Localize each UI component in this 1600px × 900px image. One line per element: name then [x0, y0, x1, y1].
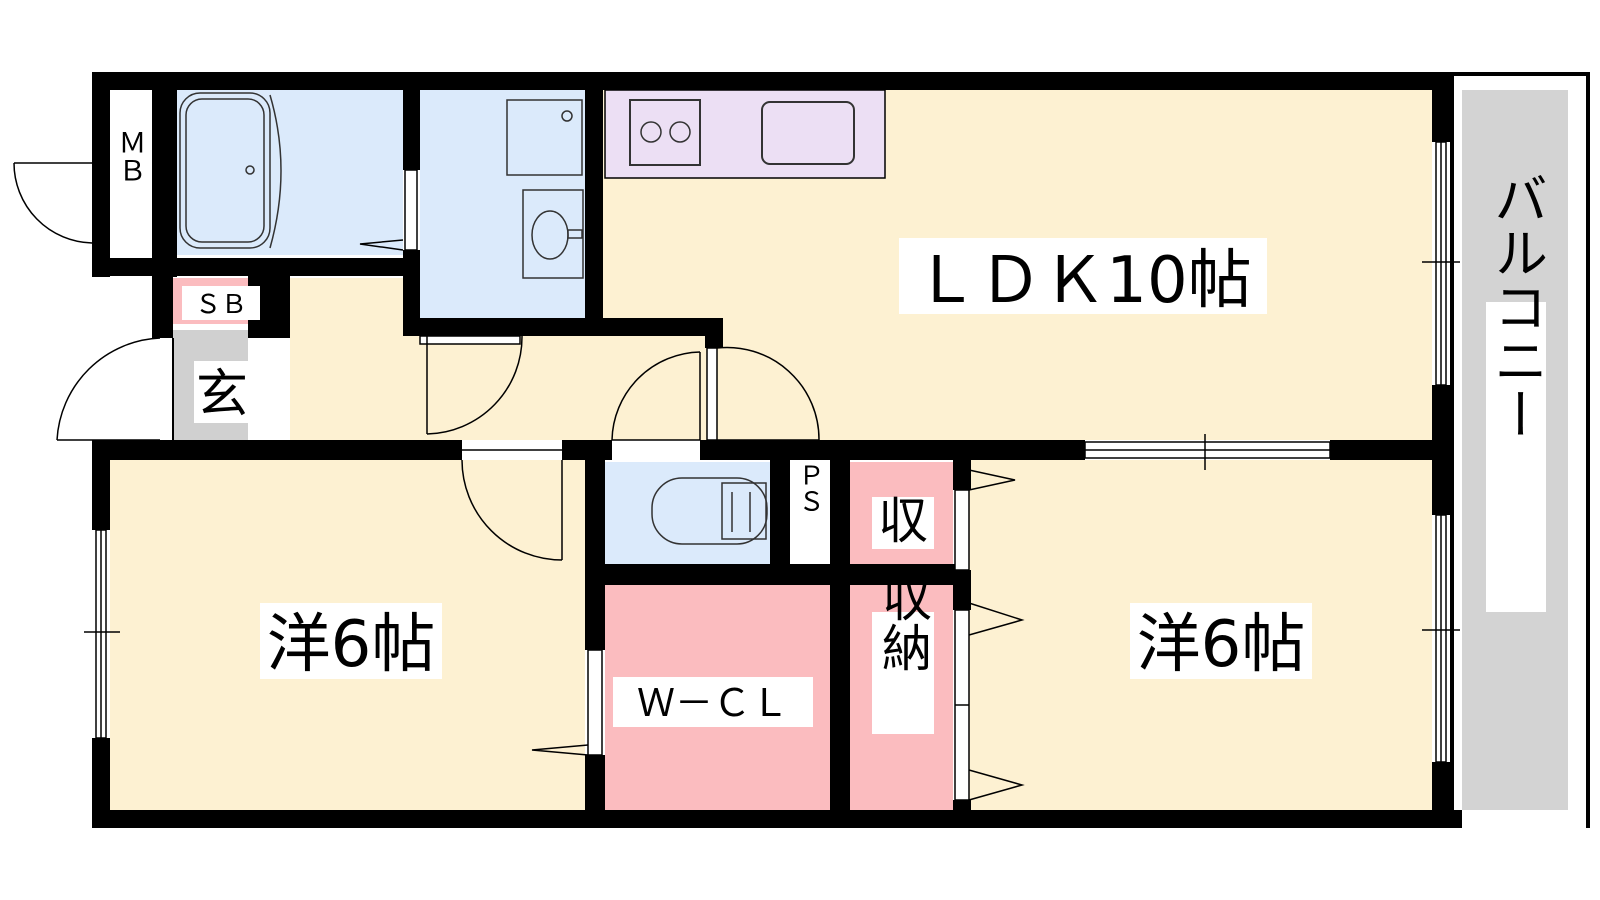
window-ldk[interactable]	[1422, 141, 1460, 386]
window-western-right[interactable]	[1422, 514, 1460, 763]
room-labels: ＬＤＫ10帖 洋6帖 洋6帖 Ｗ－ＣＬ 収 収納 玄 ＳＢ ＭＢ ＰＳ バルコニ…	[115, 128, 1548, 725]
storage-small-label: 収	[878, 492, 928, 550]
western-right-label: 洋6帖	[1137, 608, 1306, 682]
shoe-box-label: ＳＢ	[195, 290, 247, 320]
openings	[13, 141, 1460, 801]
hallway-floor-lower	[410, 330, 720, 440]
meter-box-label: ＭＢ	[115, 128, 148, 184]
entrance-door[interactable]	[56, 337, 174, 441]
toilet-door[interactable]	[611, 351, 701, 441]
bathroom-floor[interactable]	[177, 90, 403, 255]
storage-large-door[interactable]	[954, 602, 1025, 801]
sliding-door-ldk[interactable]	[1084, 434, 1331, 470]
western-left-label: 洋6帖	[267, 608, 436, 682]
hallway-floor	[290, 278, 410, 440]
stove-icon	[629, 99, 701, 166]
walls	[92, 72, 1590, 828]
window-western-left[interactable]	[84, 529, 120, 739]
western-left-door[interactable]	[461, 449, 563, 561]
fixtures	[179, 92, 855, 545]
entrance-label: 玄	[196, 365, 248, 425]
washing-machine-icon	[506, 99, 583, 176]
storage-small-door[interactable]	[954, 469, 1016, 571]
kitchen-sink-icon	[761, 101, 855, 165]
ldk-door[interactable]	[706, 346, 820, 441]
storage-large-label: 収納	[874, 572, 932, 672]
pipe-space-label: ＰＳ	[794, 462, 824, 514]
ldk-label: ＬＤＫ10帖	[914, 244, 1251, 318]
wcl-label: Ｗ－ＣＬ	[637, 681, 789, 725]
bath-door[interactable]	[359, 169, 418, 251]
hall-door[interactable]	[419, 335, 523, 435]
meter-box-door[interactable]	[13, 162, 93, 244]
washbasin-icon	[522, 189, 584, 279]
toilet-icon	[651, 477, 768, 545]
label-backgrounds	[116, 150, 1546, 734]
washroom-floor[interactable]	[420, 90, 585, 320]
balcony-label: バルコニー	[1485, 171, 1548, 441]
bathtub-icon	[179, 92, 271, 249]
wcl-door[interactable]	[531, 649, 603, 756]
